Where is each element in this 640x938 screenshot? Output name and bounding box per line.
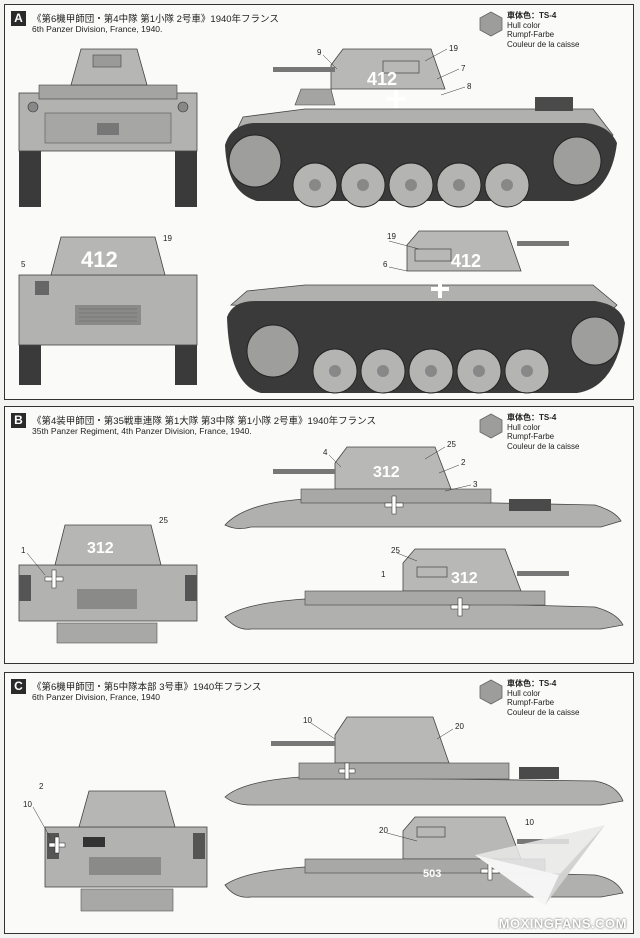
- turret-number-side-upper: 312: [373, 464, 400, 481]
- turret-number-side-lower: 412: [451, 251, 481, 271]
- callout-10: 10: [303, 716, 312, 725]
- paint-label-en: Hull color: [507, 20, 541, 30]
- panel-letter-badge: C: [11, 679, 26, 694]
- side-view-tank-upper: [225, 48, 617, 208]
- turret-number-side-lower: 312: [451, 570, 478, 587]
- callout-1: 1: [381, 570, 386, 579]
- balkenkreuz-front: [48, 836, 66, 854]
- callout-5: 5: [21, 260, 26, 269]
- callout-20: 20: [379, 826, 388, 835]
- paint-code-jp: 車体色：TS-4: [507, 11, 557, 20]
- callout-19: 19: [387, 232, 396, 241]
- panel-title-english: 6th Panzer Division, France, 1940.: [32, 24, 163, 34]
- callout-4: 4: [323, 448, 328, 457]
- panel-c: C 《第6機甲師団・第5中隊本部 3号車》1940年フランス 6th Panze…: [4, 672, 634, 934]
- paint-label-fr: Couleur de la caisse: [507, 39, 580, 49]
- rear-view-tank: [18, 236, 198, 385]
- callout-10: 10: [525, 818, 534, 827]
- front-view-tank: [18, 524, 198, 644]
- paint-label-fr: Couleur de la caisse: [507, 707, 580, 717]
- panel-letter-badge: A: [11, 11, 26, 26]
- balkenkreuz-side-upper: [384, 495, 404, 515]
- callout-25: 25: [159, 516, 168, 525]
- callout-2: 2: [461, 458, 466, 467]
- callout-19: 19: [163, 234, 172, 243]
- watermark-text: MOXINGFANS.COM: [498, 916, 627, 931]
- panel-letter-badge: B: [11, 413, 26, 428]
- callout-9: 9: [317, 48, 322, 57]
- panel-title-english: 35th Panzer Regiment, 4th Panzer Divisio…: [32, 426, 252, 436]
- paint-label-en: Hull color: [507, 422, 541, 432]
- paint-label-en: Hull color: [507, 688, 541, 698]
- balkenkreuz-side-upper: [387, 90, 405, 108]
- panel-title-japanese: 《第6機甲師団・第5中隊本部 3号車》1940年フランス: [32, 682, 262, 693]
- panel-b-illustration: 312 312 312 25 4 2 3: [18, 440, 624, 644]
- hull-number-side-lower: 503: [423, 868, 441, 880]
- side-view-tank-lower: [224, 548, 624, 630]
- paint-legend: 車体色：TS-4 Hull color Rumpf-Farbe Couleur …: [479, 679, 619, 735]
- callout-19: 19: [449, 44, 458, 53]
- paint-swatch-hexagon-icon: [479, 413, 503, 439]
- paint-swatch-hexagon-icon: [479, 11, 503, 37]
- side-view-tank-upper: [224, 446, 622, 529]
- paint-code-jp: 車体色：TS-4: [507, 413, 557, 422]
- callout-8: 8: [467, 82, 472, 91]
- front-view-tank: [18, 48, 198, 207]
- panel-title-english: 6th Panzer Division, France, 1940: [32, 692, 161, 702]
- paint-legend: 車体色：TS-4 Hull color Rumpf-Farbe Couleur …: [479, 413, 619, 469]
- paint-label-fr: Couleur de la caisse: [507, 441, 580, 451]
- callout-25: 25: [447, 440, 456, 449]
- side-view-tank-upper: [224, 716, 624, 806]
- balkenkreuz-side-upper: [338, 762, 356, 780]
- balkenkreuz-side-lower: [450, 597, 470, 617]
- callout-1: 1: [21, 546, 26, 555]
- plate-front: [83, 837, 105, 847]
- callout-6: 6: [383, 260, 388, 269]
- panel-b: B 《第4装甲師団・第35戦車連隊 第1大隊 第3中隊 第1小隊 2号車》194…: [4, 406, 634, 664]
- paper-plane-logo-icon: [475, 825, 605, 905]
- balkenkreuz-side-lower: [431, 280, 449, 298]
- turret-number-rear: 412: [81, 247, 118, 272]
- paint-code-jp: 車体色：TS-4: [507, 679, 557, 688]
- front-view-tank: [44, 790, 208, 912]
- side-view-tank-lower: [227, 230, 625, 394]
- paint-swatch-hexagon-icon: [479, 679, 503, 705]
- callout-20: 20: [455, 722, 464, 731]
- callout-10: 10: [23, 800, 32, 809]
- panel-a: A 《第6機甲師団・第4中隊 第1小隊 2号車》1940年フランス 6th Pa…: [4, 4, 634, 400]
- paint-label-de: Rumpf-Farbe: [507, 698, 555, 707]
- turret-number-front: 312: [87, 540, 114, 557]
- callout-25: 25: [391, 546, 400, 555]
- paint-legend: 車体色：TS-4 Hull color Rumpf-Farbe Couleur …: [479, 11, 619, 67]
- panel-title-japanese: 《第4装甲師団・第35戦車連隊 第1大隊 第3中隊 第1小隊 2号車》1940年…: [32, 416, 376, 427]
- callout-3: 3: [473, 480, 478, 489]
- paint-label-de: Rumpf-Farbe: [507, 432, 555, 441]
- callout-2: 2: [39, 782, 44, 791]
- panel-title-japanese: 《第6機甲師団・第4中隊 第1小隊 2号車》1940年フランス: [32, 14, 279, 25]
- panel-a-illustration: 412 412: [18, 44, 625, 394]
- paint-label-de: Rumpf-Farbe: [507, 30, 555, 39]
- turret-number-side-upper: 412: [367, 69, 397, 89]
- balkenkreuz-front: [44, 569, 64, 589]
- callout-7: 7: [461, 64, 466, 73]
